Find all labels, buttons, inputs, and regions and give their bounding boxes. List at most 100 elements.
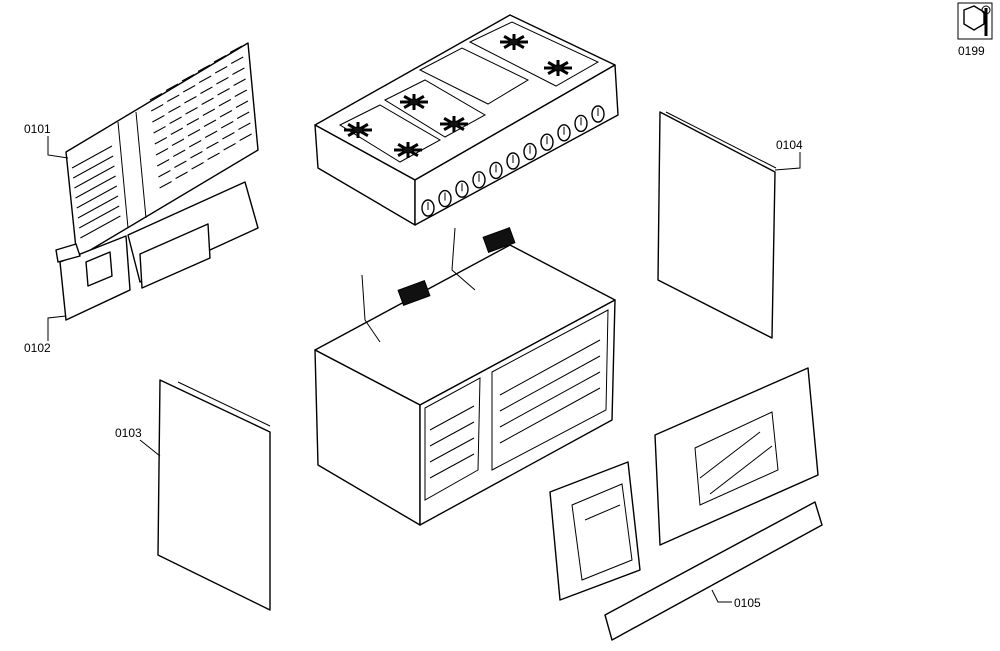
- leader-lines: [47, 136, 801, 603]
- louvre-slot: [181, 74, 195, 82]
- label-0101: 0101: [24, 122, 51, 136]
- oven-rack: [499, 339, 601, 396]
- louvre-slot: [203, 119, 217, 127]
- louvre-slot: [155, 148, 169, 156]
- part-0104-side-panel: [657, 111, 777, 339]
- label-0105: 0105: [734, 596, 761, 610]
- louvre-slot: [198, 75, 212, 83]
- burner-cap: [408, 98, 420, 106]
- louvre-slot: [175, 171, 188, 179]
- louvre-slot: [220, 121, 234, 129]
- louvre-slot: [159, 181, 172, 189]
- louvre-slot: [187, 129, 201, 137]
- louvre-slot: [188, 140, 202, 148]
- louvre-slot: [71, 145, 113, 169]
- louvre-slot: [185, 107, 198, 115]
- louvre-slot: [230, 56, 244, 64]
- louvre-slot: [216, 77, 229, 85]
- louvre-slot: [182, 85, 196, 93]
- louvre-slot: [153, 126, 166, 134]
- oven-rack: [429, 405, 475, 431]
- louvre-slot: [152, 115, 165, 123]
- louvre-slot: [239, 133, 252, 141]
- louvre-slot: [77, 195, 119, 219]
- louvre-slot: [213, 55, 227, 63]
- louvre-slot: [222, 132, 235, 140]
- burner-cap: [352, 126, 364, 134]
- louvre-slot: [202, 108, 216, 116]
- burner-grate: [440, 116, 468, 132]
- louvre-slot: [207, 152, 220, 160]
- oven-body: [314, 227, 616, 526]
- part-0105-kick-plate: [604, 501, 823, 641]
- louvre-slot: [234, 89, 248, 97]
- louvre-slot: [197, 64, 211, 72]
- burner-grate: [394, 142, 422, 158]
- burner-grate: [344, 122, 372, 138]
- louvre-slot: [172, 149, 186, 157]
- part-0101-back-panel: [65, 42, 259, 259]
- louvre-slot: [201, 97, 214, 105]
- oven-rack: [499, 355, 601, 412]
- louvre-slot: [76, 185, 118, 209]
- louvre-slot: [168, 105, 181, 113]
- burner-grate: [500, 34, 528, 50]
- louvre-slot: [174, 160, 187, 168]
- part-0102-lower-bracket: [55, 181, 259, 321]
- small-oven-door: [549, 461, 641, 601]
- louvre-slot: [236, 111, 250, 119]
- louvre-slot: [170, 127, 184, 135]
- louvre-slot: [156, 159, 170, 167]
- oven-rack: [429, 437, 475, 463]
- burner-grate: [544, 60, 572, 76]
- louvre-slot: [235, 100, 249, 108]
- louvre-slot: [158, 170, 171, 178]
- oven-rack: [499, 387, 601, 444]
- louvre-slot: [190, 151, 203, 159]
- burner-cap: [508, 38, 520, 46]
- louvre-slot: [217, 88, 230, 96]
- louvre-slot: [223, 143, 236, 151]
- burner-cap: [448, 120, 460, 128]
- louvre-slot: [169, 116, 182, 124]
- cooktop-assembly: [314, 14, 619, 226]
- louvre-slot: [165, 83, 179, 91]
- oven-rack: [429, 421, 475, 447]
- louvre-slot: [149, 93, 163, 101]
- louvre-slot: [186, 118, 200, 126]
- louvre-slot: [218, 99, 232, 107]
- label-0102: 0102: [24, 341, 51, 355]
- louvre-slot: [74, 165, 115, 189]
- louvre-slot: [191, 162, 204, 170]
- large-oven-door: [654, 367, 819, 546]
- burner-cap: [552, 64, 564, 72]
- louvre-slot: [204, 130, 218, 138]
- louvre-slot: [78, 205, 120, 229]
- louvre-slot: [232, 67, 245, 75]
- burner-grate: [400, 94, 428, 110]
- wrench-service-icon: [957, 2, 993, 40]
- louvre-slot: [75, 175, 116, 199]
- louvre-slot: [233, 78, 246, 86]
- louvre-slot: [80, 215, 121, 239]
- louvre-slot: [219, 110, 233, 118]
- louvre-slot: [154, 137, 168, 145]
- part-0103-side-panel: [157, 379, 271, 611]
- oven-rack: [499, 371, 601, 428]
- louvre-slot: [229, 45, 243, 53]
- label-0103: 0103: [115, 426, 142, 440]
- label-0104: 0104: [776, 138, 803, 152]
- label-0199: 0199: [958, 44, 985, 58]
- louvre-slot: [214, 66, 228, 74]
- louvre-slot: [72, 155, 114, 179]
- louvre-slot: [166, 94, 180, 102]
- louvre-slot: [171, 138, 185, 146]
- louvre-slot: [200, 86, 213, 94]
- oven-rack: [429, 453, 475, 479]
- louvre-slot: [150, 104, 164, 112]
- louvre-slot: [206, 141, 219, 149]
- burner-cap: [402, 146, 414, 154]
- louvre-slot: [184, 96, 197, 104]
